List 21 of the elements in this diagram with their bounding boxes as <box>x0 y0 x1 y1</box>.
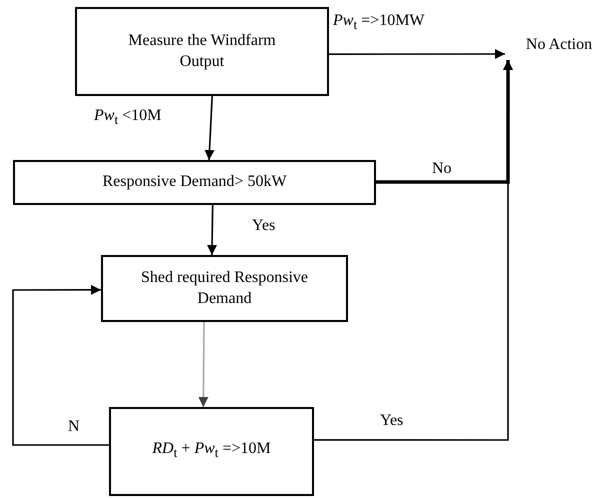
arrow <box>198 322 208 407</box>
box-text: Responsive Demand> 50kW <box>102 172 287 192</box>
box-text: RD$_{t}$ + Pw$_{t}$ =>10M <box>152 439 271 462</box>
edge-label: Yes <box>252 217 276 235</box>
arrow <box>314 60 514 441</box>
box-text: Measure the Windfarm Output <box>127 30 277 72</box>
process-box <box>109 407 314 496</box>
edge-label: No <box>432 160 452 178</box>
arrow <box>329 49 505 59</box>
arrow <box>12 284 109 446</box>
arrow <box>204 96 214 160</box>
process-box <box>75 7 329 96</box>
edge-label: Pw$_{t}$ <10M <box>94 107 162 128</box>
box-text: Shed required Responsive Demand <box>140 268 310 308</box>
process-box <box>13 160 376 205</box>
edge-label: Yes <box>380 412 404 430</box>
process-box <box>101 255 348 322</box>
arrow <box>207 204 218 256</box>
edge-label: Pw$_{t}$ =>10MW <box>333 12 425 34</box>
edge-label: N <box>68 418 80 436</box>
box-text: No Action <box>526 34 592 55</box>
